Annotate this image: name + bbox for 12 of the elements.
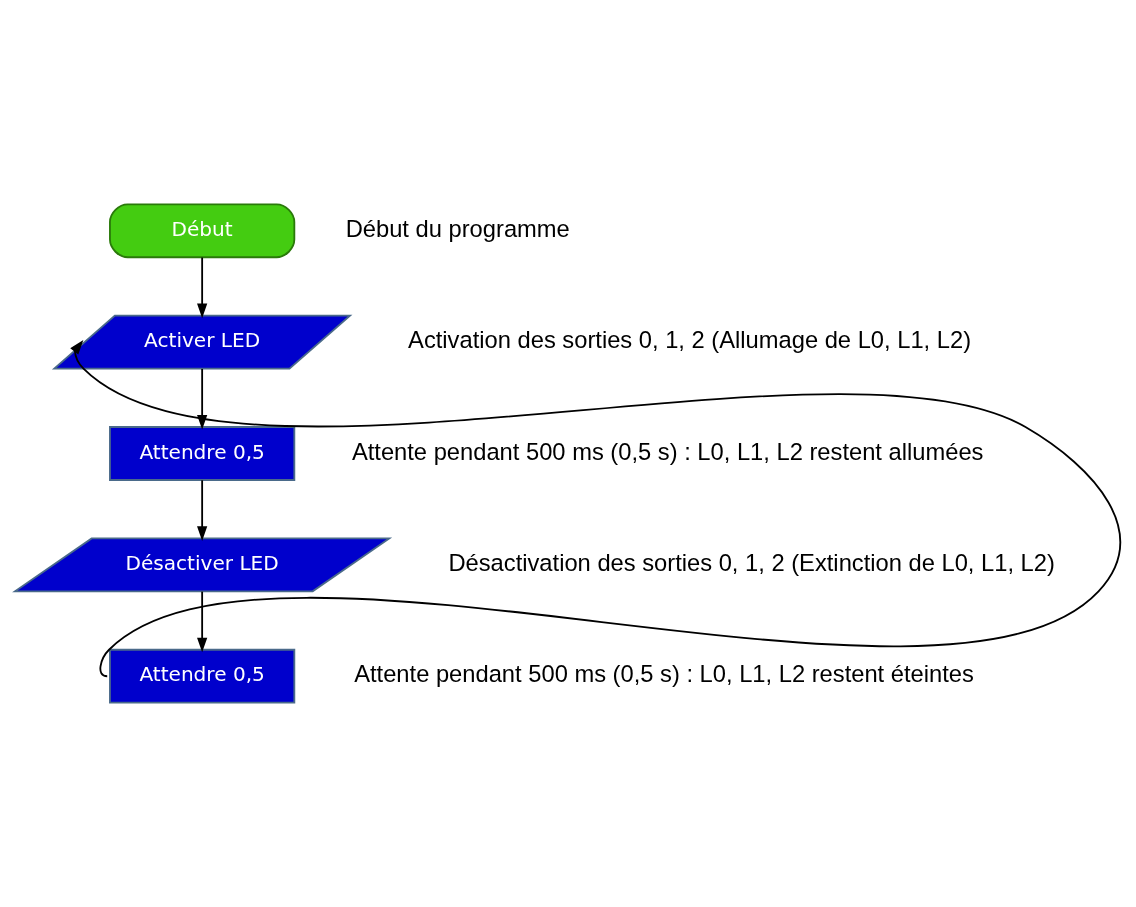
node-box: Attendre 0,5 [109,426,296,481]
node-label: Désactivation des sorties 0, 1, 2 (Extinction de L0, L1, L2) [448,550,1055,577]
arrow [197,256,208,319]
arrow [197,590,208,653]
node-label: Attente pendant 500 ms (0,5 s) : L0, L1, L2 restent allumées [351,438,984,465]
arrow [197,479,208,541]
node-box: Attendre 0,5 [109,648,296,704]
arrow [70,339,1121,678]
node-label: Activation des sorties 0, 1, 2 (Allumage de L0, L1, L2) [408,327,972,354]
node-box: Début [109,203,296,259]
node-label: Attente pendant 500 ms (0,5 s) : L0, L1, L2 restent éteintes [354,661,974,688]
node-label: Début du programme [345,215,570,242]
